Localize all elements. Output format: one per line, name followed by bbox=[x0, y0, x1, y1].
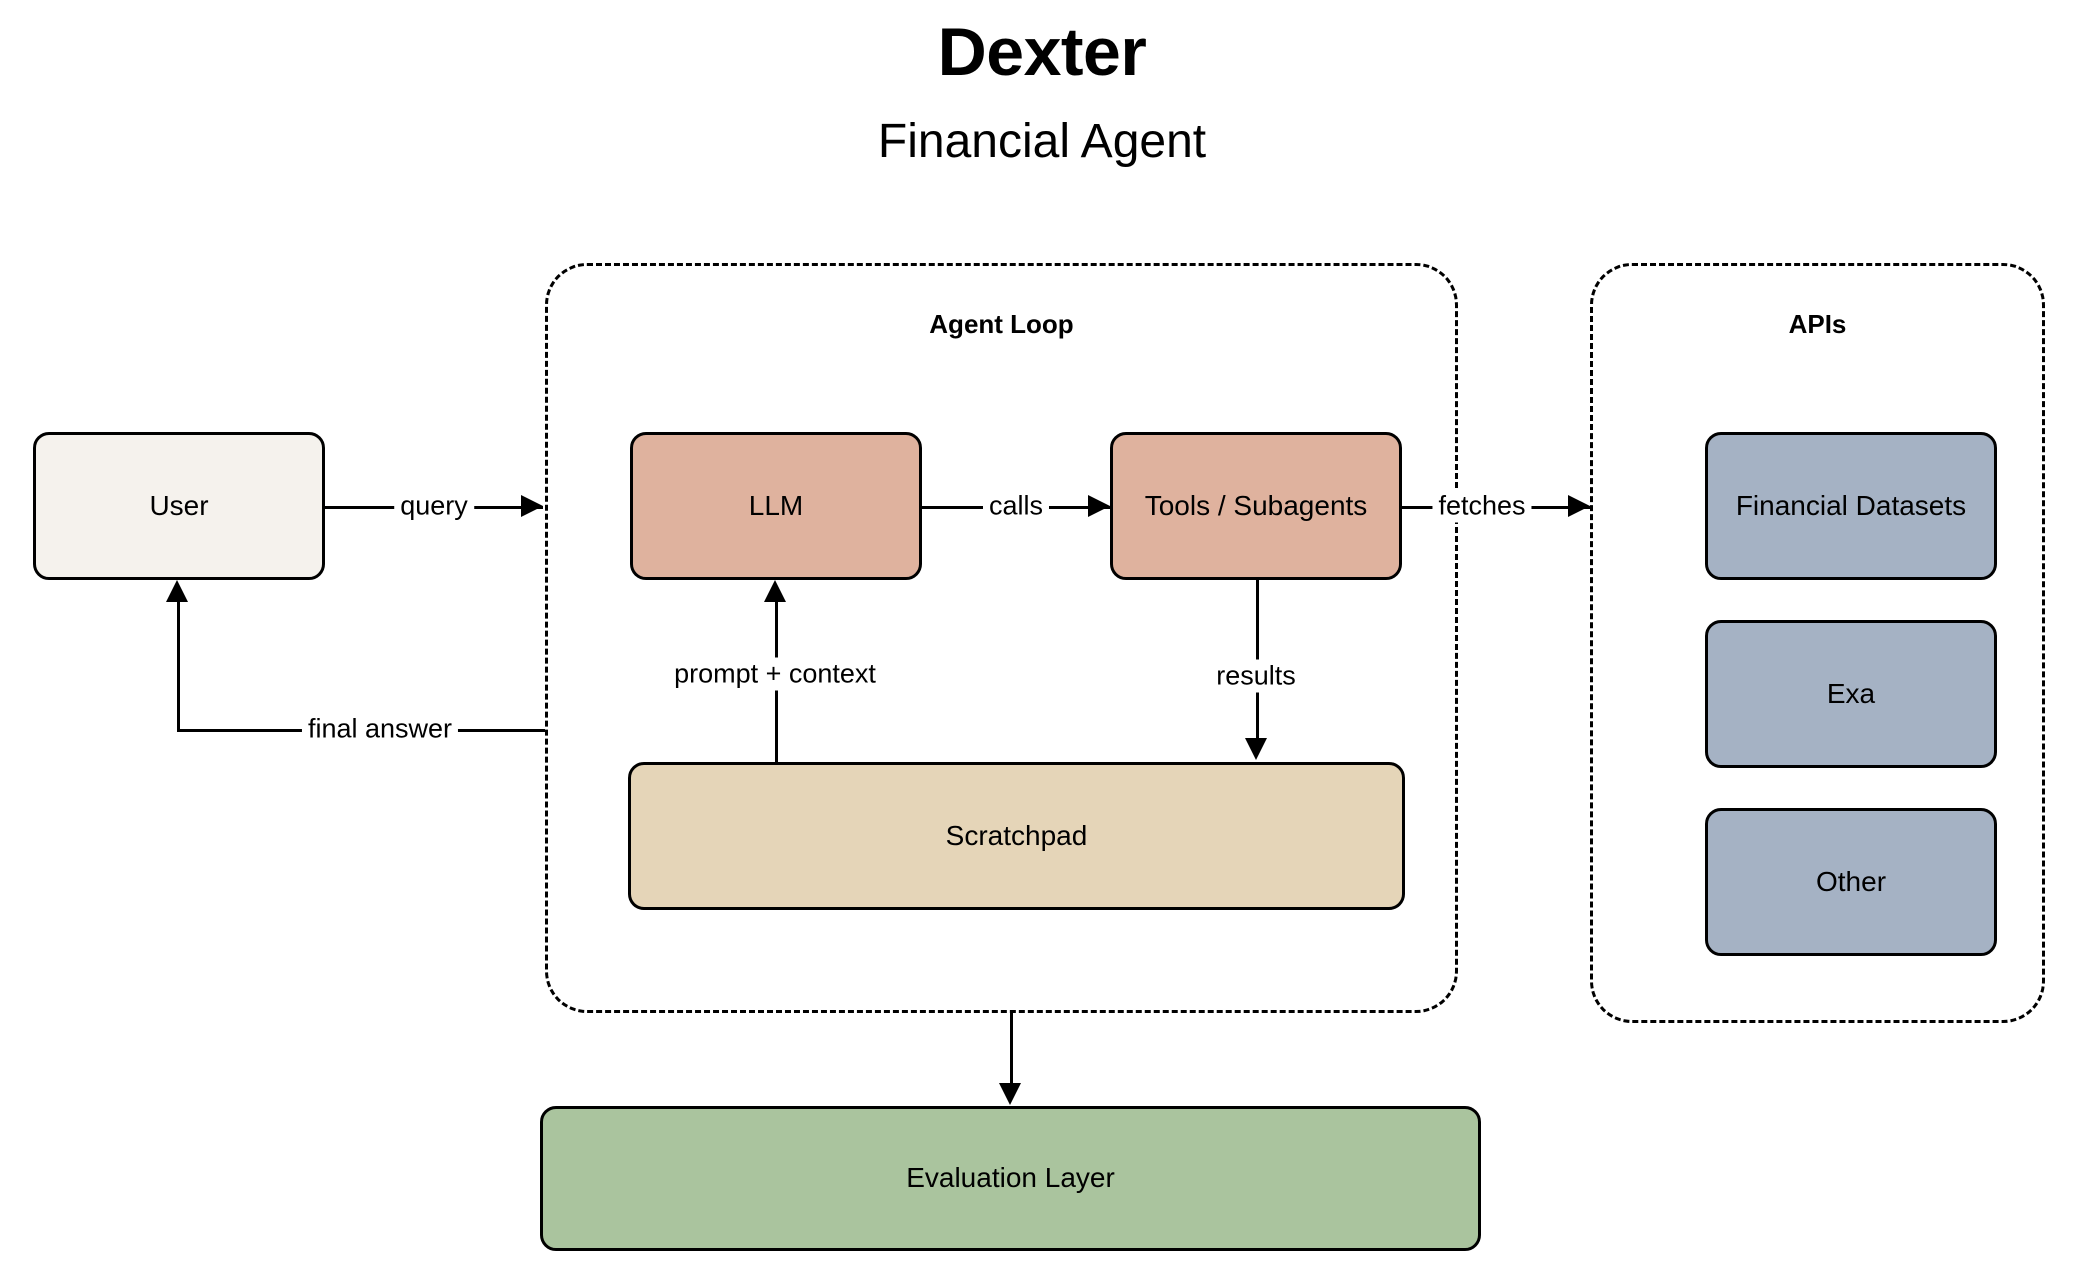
node-tools-subagents[interactable]: Tools / Subagents bbox=[1110, 432, 1402, 580]
edge-calls-arrowhead bbox=[1088, 495, 1110, 517]
node-user-label: User bbox=[149, 489, 209, 521]
edge-final-answer-arrowhead bbox=[166, 580, 188, 602]
node-exa-label: Exa bbox=[1826, 677, 1876, 709]
edge-prompt-context-arrowhead bbox=[764, 580, 786, 602]
edge-evaluation-line bbox=[1010, 1013, 1013, 1085]
group-apis: APIs bbox=[1590, 263, 2045, 1023]
node-exa[interactable]: Exa bbox=[1705, 620, 1997, 768]
edge-query-arrowhead bbox=[521, 495, 543, 517]
group-apis-label: APIs bbox=[1788, 309, 1847, 339]
page-subtitle: Financial Agent bbox=[877, 115, 1207, 168]
group-agent-loop: Agent Loop bbox=[545, 263, 1458, 1013]
node-evaluation-layer[interactable]: Evaluation Layer bbox=[540, 1106, 1481, 1251]
node-tools-subagents-label: Tools / Subagents bbox=[1144, 489, 1368, 521]
node-llm[interactable]: LLM bbox=[630, 432, 922, 580]
edge-query-label: query bbox=[394, 489, 474, 523]
edge-results-arrowhead bbox=[1245, 738, 1267, 760]
edge-final-answer-label: final answer bbox=[301, 712, 459, 746]
node-financial-datasets-label: Financial Datasets bbox=[1735, 489, 1967, 521]
group-agent-loop-label: Agent Loop bbox=[929, 309, 1074, 339]
node-llm-label: LLM bbox=[748, 489, 804, 521]
edge-prompt-context-label: prompt + context bbox=[668, 657, 882, 691]
edge-evaluation-arrowhead bbox=[999, 1083, 1021, 1105]
page-title: Dexter bbox=[937, 14, 1147, 90]
node-evaluation-layer-label: Evaluation Layer bbox=[906, 1162, 1115, 1194]
node-financial-datasets[interactable]: Financial Datasets bbox=[1705, 432, 1997, 580]
node-scratchpad-label: Scratchpad bbox=[945, 819, 1088, 851]
node-other[interactable]: Other bbox=[1705, 808, 1997, 956]
edge-fetches-arrowhead bbox=[1568, 495, 1590, 517]
edge-results-label: results bbox=[1210, 659, 1302, 693]
node-user[interactable]: User bbox=[33, 432, 325, 580]
node-scratchpad[interactable]: Scratchpad bbox=[628, 762, 1405, 910]
edge-final-answer-riser bbox=[177, 602, 180, 732]
node-other-label: Other bbox=[1815, 865, 1887, 897]
edge-calls-label: calls bbox=[982, 489, 1050, 523]
edge-fetches-label: fetches bbox=[1432, 489, 1532, 523]
